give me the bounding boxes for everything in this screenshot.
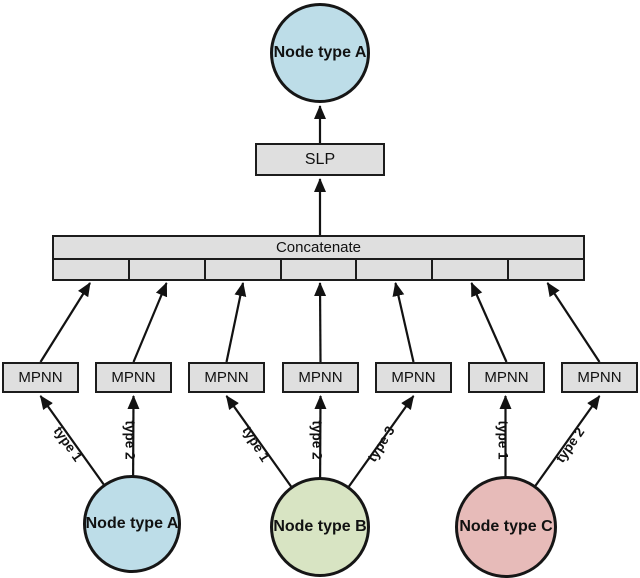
arrow-mpnn6-to-cell6 (470, 282, 508, 363)
arrow-mpnn5-to-cell5 (392, 282, 415, 363)
mpnn-box-2: MPNN (95, 362, 172, 393)
concatenate-cell (279, 260, 356, 279)
arrow-mpnn3-to-cell3 (225, 282, 247, 363)
arrow-mpnn4-to-cell4 (314, 282, 327, 363)
concatenate-cell (507, 260, 583, 279)
input-node-type-a: Node type A (83, 475, 181, 573)
output-node-label: Node type A (273, 44, 367, 61)
slp-box: SLP (255, 143, 385, 176)
concatenate-cell (203, 260, 280, 279)
mpnn-label: MPNN (577, 369, 622, 386)
input-node-type-b: Node type B (270, 477, 370, 577)
concatenate-box: Concatenate (52, 235, 585, 281)
input-node-a-label: Node type A (85, 515, 179, 532)
concatenate-cell-row (54, 258, 583, 279)
mpnn-label: MPNN (484, 369, 529, 386)
concatenate-cell (431, 260, 507, 279)
edge-label-c-type1: type 1 (495, 420, 511, 460)
mpnn-box-4: MPNN (282, 362, 359, 393)
mpnn-label: MPNN (391, 369, 436, 386)
mpnn-label: MPNN (204, 369, 249, 386)
mpnn-label: MPNN (18, 369, 63, 386)
concatenate-cell (127, 260, 204, 279)
input-node-type-c: Node type C (455, 476, 557, 578)
mpnn-box-6: MPNN (468, 362, 545, 393)
mpnn-box-7: MPNN (561, 362, 638, 393)
mpnn-box-3: MPNN (188, 362, 265, 393)
mpnn-label: MPNN (298, 369, 343, 386)
arrow-mpnn1-to-cell1 (39, 282, 91, 363)
concatenate-label: Concatenate (275, 239, 362, 256)
output-node-type-a: Node type A (270, 3, 370, 103)
edge-label-b-type2: type 2 (309, 420, 325, 460)
mpnn-label: MPNN (111, 369, 156, 386)
concatenate-cell (355, 260, 431, 279)
arrow-mpnn2-to-cell2 (132, 282, 168, 363)
slp-label: SLP (304, 150, 336, 168)
input-node-b-label: Node type B (273, 518, 367, 535)
concatenate-cell (54, 260, 128, 279)
mpnn-box-5: MPNN (375, 362, 452, 393)
arrow-mpnn7-to-cell7 (546, 282, 601, 363)
mpnn-box-1: MPNN (2, 362, 79, 393)
input-node-c-label: Node type C (459, 518, 553, 535)
edge-label-a-type2: type 2 (122, 420, 138, 460)
